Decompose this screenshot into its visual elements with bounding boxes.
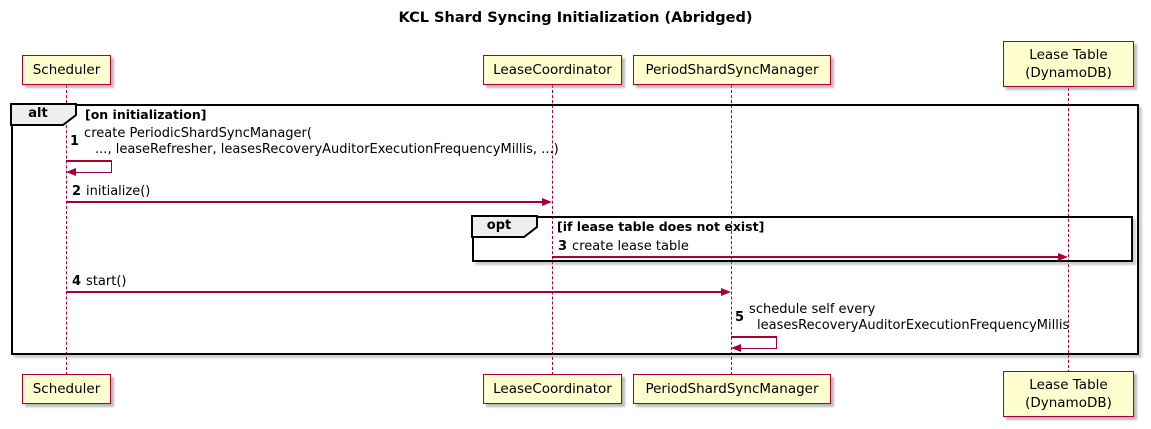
message-4-text: start()	[86, 274, 127, 289]
participant-top-scheduler: Scheduler	[22, 55, 111, 85]
message-5-label: 5 schedule self every leasesRecoveryAudi…	[735, 302, 1069, 333]
participant-top-period-shard-sync-manager: PeriodShardSyncManager	[633, 55, 831, 85]
message-2-text: initialize()	[86, 184, 151, 199]
alt-keyword: alt	[28, 106, 48, 121]
message-3-number: 3	[558, 239, 568, 254]
alt-frame	[11, 104, 1139, 355]
alt-frame-label-pentagon	[10, 103, 77, 126]
arrow-segment	[66, 201, 543, 203]
arrow-segment	[739, 347, 777, 349]
opt-keyword: opt	[486, 218, 512, 233]
participant-top-lease-coordinator: LeaseCoordinator	[483, 55, 622, 85]
participant-label: Scheduler	[32, 62, 101, 78]
arrowhead-left-icon	[66, 168, 76, 176]
participant-label: Lease Table	[1029, 47, 1108, 63]
arrow-segment	[731, 336, 777, 338]
message-1-number: 1	[70, 134, 80, 149]
participant-bottom-period-shard-sync-manager: PeriodShardSyncManager	[633, 374, 831, 404]
diagram-title: KCL Shard Syncing Initialization (Abridg…	[398, 10, 753, 26]
message-5-text-line1: schedule self every	[749, 302, 876, 317]
participant-label: Lease Table	[1029, 377, 1108, 393]
arrowhead-left-icon	[731, 344, 741, 352]
message-4-label: 4 start()	[72, 274, 126, 289]
message-1-label: 1 create PeriodicShardSyncManager( ..., …	[70, 126, 559, 157]
message-1-text-line1: create PeriodicShardSyncManager(	[84, 126, 312, 141]
participant-label: LeaseCoordinator	[493, 381, 612, 397]
participant-label: PeriodShardSyncManager	[645, 381, 819, 397]
participant-label-line2: (DynamoDB)	[1025, 65, 1112, 81]
lifeline-scheduler	[66, 85, 67, 375]
participant-bottom-scheduler: Scheduler	[22, 374, 111, 404]
arrowhead-right-icon	[542, 198, 552, 206]
message-2-number: 2	[72, 184, 82, 199]
participant-label-line2: (DynamoDB)	[1025, 395, 1112, 411]
lifeline-lease-coordinator	[552, 85, 553, 375]
arrow-segment	[110, 160, 112, 173]
message-1-text-line2: ..., leaseRefresher, leasesRecoveryAudit…	[95, 141, 559, 157]
message-4-number: 4	[72, 274, 82, 289]
participant-label: Scheduler	[32, 381, 101, 397]
participant-label: PeriodShardSyncManager	[645, 62, 819, 78]
opt-guard: [if lease table does not exist]	[557, 219, 765, 234]
arrowhead-right-icon	[1058, 253, 1068, 261]
lifeline-period-shard-sync-manager	[731, 85, 732, 375]
message-3-text: create lease table	[572, 239, 689, 254]
opt-frame-label-pentagon	[471, 215, 538, 238]
arrowhead-right-icon	[721, 288, 731, 296]
message-5-number: 5	[735, 310, 745, 325]
participant-label: LeaseCoordinator	[493, 62, 612, 78]
arrow-segment	[552, 256, 1059, 258]
message-3-label: 3 create lease table	[558, 239, 689, 254]
participant-bottom-lease-coordinator: LeaseCoordinator	[483, 374, 622, 404]
arrow-segment	[74, 171, 112, 173]
message-2-label: 2 initialize()	[72, 184, 150, 199]
message-5-text-line2: leasesRecoveryAuditorExecutionFrequencyM…	[757, 317, 1070, 333]
arrow-segment	[66, 160, 112, 162]
alt-guard: [on initialization]	[85, 107, 207, 122]
participant-bottom-lease-table: Lease Table (DynamoDB)	[1003, 371, 1134, 417]
participant-top-lease-table: Lease Table (DynamoDB)	[1003, 41, 1134, 87]
lifeline-lease-table	[1068, 88, 1069, 373]
arrow-segment	[775, 336, 777, 349]
opt-frame	[472, 216, 1133, 262]
arrow-segment	[66, 291, 722, 293]
